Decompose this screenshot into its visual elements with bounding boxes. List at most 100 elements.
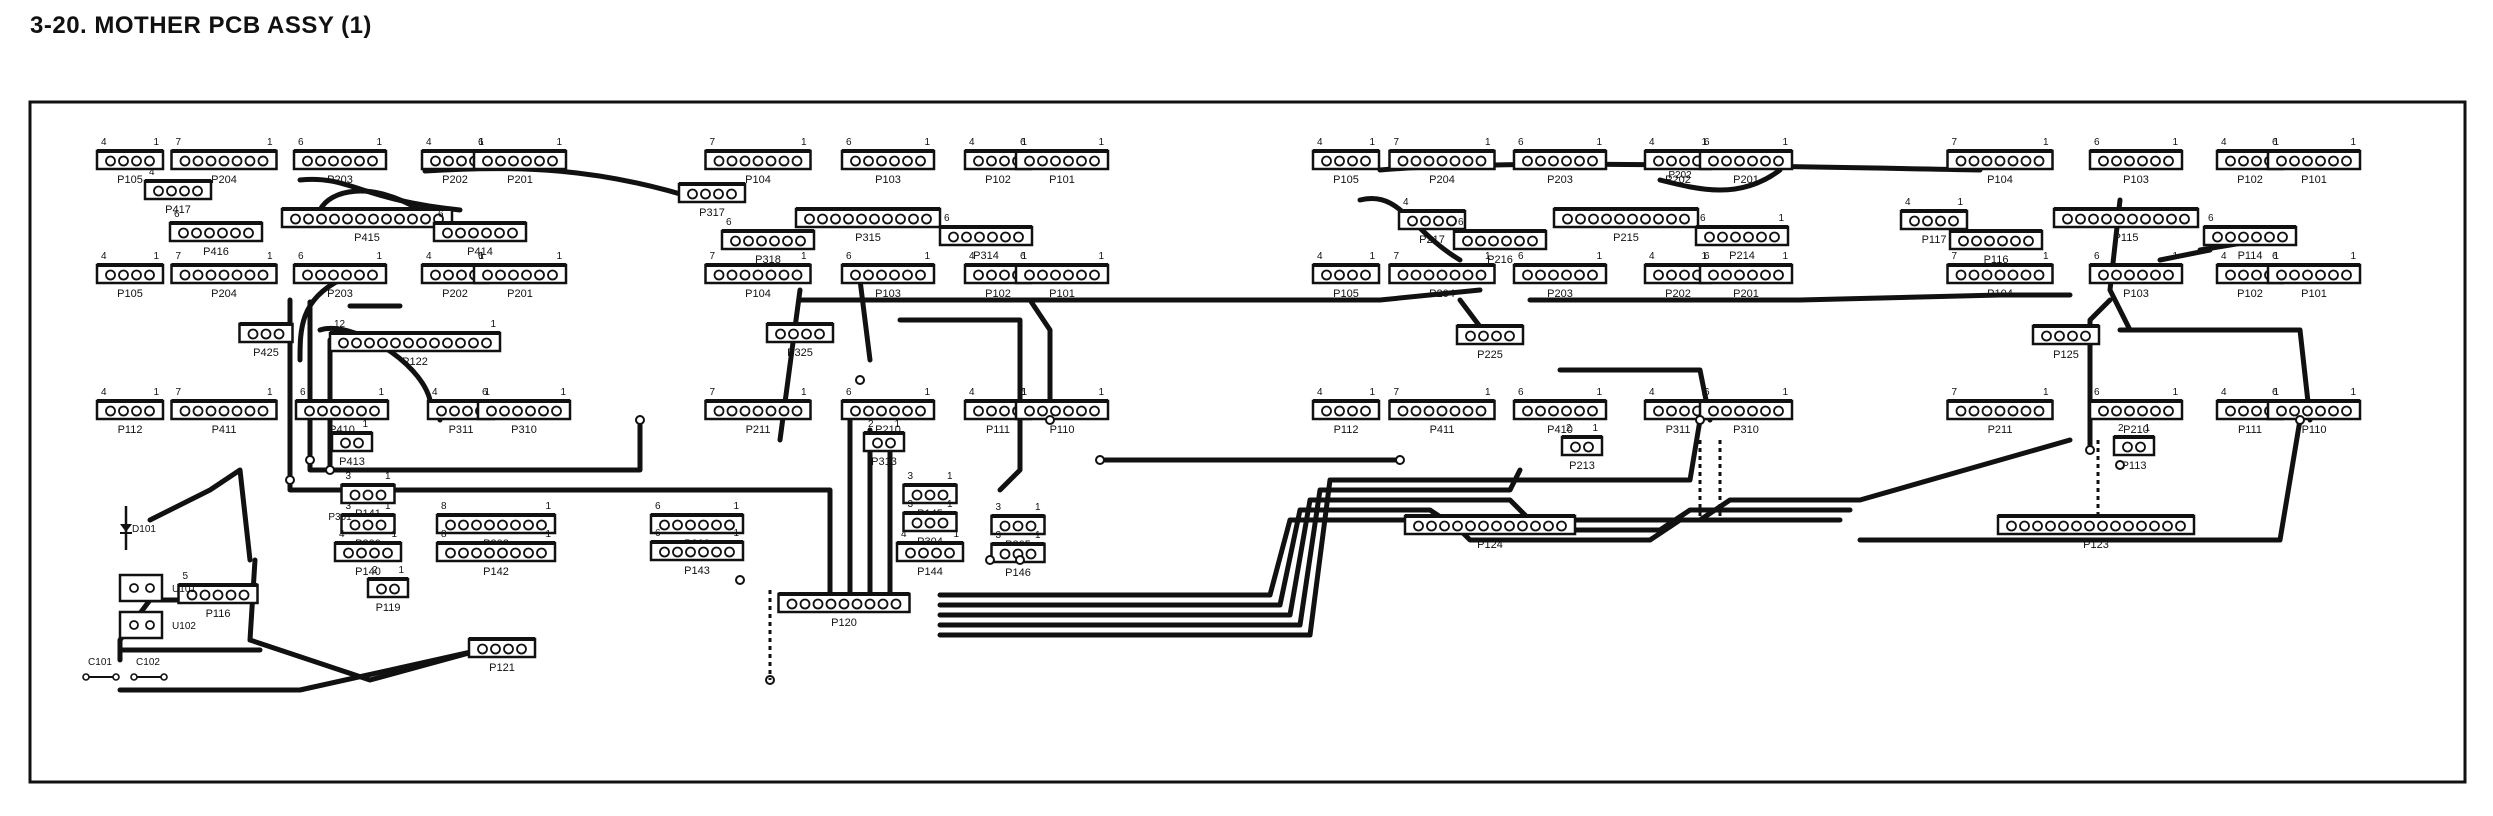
connector-top-edge xyxy=(965,149,1031,153)
connector-pin xyxy=(1037,269,1048,281)
pin-number-last: 1 xyxy=(2172,137,2178,148)
connector-pin xyxy=(1971,235,1982,247)
connector-pin xyxy=(225,589,237,601)
connector-pin xyxy=(795,235,806,247)
connector-pin xyxy=(1076,405,1087,417)
connector-pin xyxy=(1410,269,1422,281)
connector-pin xyxy=(1037,155,1048,167)
connector-pin xyxy=(442,227,453,239)
connector-pin xyxy=(948,231,959,243)
connector-top-edge xyxy=(1947,399,2053,403)
connector-pin xyxy=(1050,405,1061,417)
connector-pin xyxy=(497,547,508,559)
connector-pin xyxy=(420,213,431,225)
connector-pin xyxy=(1013,231,1024,243)
connector-pin xyxy=(1909,215,1920,227)
connector-label: P114 xyxy=(2238,250,2263,262)
pin-number-last: 1 xyxy=(2172,387,2178,398)
connector-pin xyxy=(1491,520,1502,532)
connector-pin xyxy=(814,328,825,340)
pin-number-last: 1 xyxy=(2350,137,2356,148)
pin-number-first: 4 xyxy=(1649,387,1655,398)
connector-label: P204 xyxy=(211,288,237,300)
connector-pin xyxy=(1562,213,1573,225)
connector-pin xyxy=(1543,520,1554,532)
connector-pin xyxy=(118,155,129,167)
connector-pin xyxy=(713,269,725,281)
pin-number-last: 1 xyxy=(1021,387,1027,398)
connector-pin xyxy=(999,405,1010,417)
connector-pin xyxy=(1747,405,1758,417)
connector-top-edge xyxy=(474,263,566,267)
pin-number-first: 3 xyxy=(996,530,1002,541)
connector-pin xyxy=(342,213,353,225)
connector-pin xyxy=(389,583,400,595)
connector-pin xyxy=(471,547,482,559)
connector-pin xyxy=(791,405,803,417)
connector-top-edge xyxy=(1645,399,1711,403)
connector-pin xyxy=(179,185,190,197)
connector-top-edge xyxy=(1016,149,1108,153)
connector-top-edge xyxy=(1514,149,1606,153)
connector-pin xyxy=(403,337,414,349)
connector-pin xyxy=(247,328,259,340)
connector-top-edge xyxy=(864,431,904,435)
connector-pin xyxy=(1025,520,1037,532)
connector-pin xyxy=(231,405,243,417)
connector-pin xyxy=(367,269,378,281)
connector-pin xyxy=(367,155,378,167)
connector-top-edge xyxy=(437,541,555,545)
connector-pin xyxy=(490,643,501,655)
connector-p215: P215 xyxy=(1552,207,1700,244)
connector-pin xyxy=(788,328,799,340)
pin-number-last: 1 xyxy=(1778,213,1784,224)
connector-pin xyxy=(698,546,709,558)
connector-top-edge xyxy=(2217,149,2283,153)
connector-pin xyxy=(349,519,361,531)
connector-pin xyxy=(192,269,204,281)
connector-pin xyxy=(495,269,506,281)
connector-pin xyxy=(1968,269,1980,281)
connector-pin xyxy=(986,269,997,281)
pin-number-first: 4 xyxy=(1317,387,1323,398)
component-d101: D101 xyxy=(120,506,156,550)
connector-top-edge xyxy=(1700,263,1792,267)
connector-pin xyxy=(2140,213,2151,225)
pin-number-first: 6 xyxy=(846,251,852,262)
connector-pin xyxy=(205,405,217,417)
connector-pin xyxy=(338,337,349,349)
pin-number-first: 7 xyxy=(710,387,716,398)
connector-pin xyxy=(1446,215,1457,227)
connector-label: P104 xyxy=(745,288,771,300)
connector-pin xyxy=(2225,405,2236,417)
connector-pin xyxy=(2289,405,2300,417)
connector-pin xyxy=(547,155,558,167)
connector-pin xyxy=(436,405,447,417)
connector-pin xyxy=(843,213,854,225)
connector-top-edge xyxy=(767,322,833,326)
pin-number-first: 7 xyxy=(1952,251,1958,262)
connector-pin xyxy=(1747,155,1758,167)
connector-top-edge xyxy=(330,331,500,335)
connector-pin xyxy=(973,269,984,281)
connector-pin xyxy=(1587,269,1598,281)
connector-pin xyxy=(315,155,326,167)
connector-pin xyxy=(739,269,751,281)
connector-label: P425 xyxy=(253,347,279,359)
connector-body xyxy=(1560,435,1604,457)
connector-pin xyxy=(429,337,440,349)
connector-pin xyxy=(1653,155,1664,167)
pin-number-last: 1 xyxy=(378,387,384,398)
connector-label: P203 xyxy=(327,174,353,186)
connector-label: P215 xyxy=(1613,232,1639,244)
connector-pin xyxy=(351,337,362,349)
connector-label: P411 xyxy=(1430,424,1455,436)
connector-pin xyxy=(1734,269,1745,281)
pin-number-last: 1 xyxy=(385,471,391,482)
connector-pin xyxy=(791,155,803,167)
